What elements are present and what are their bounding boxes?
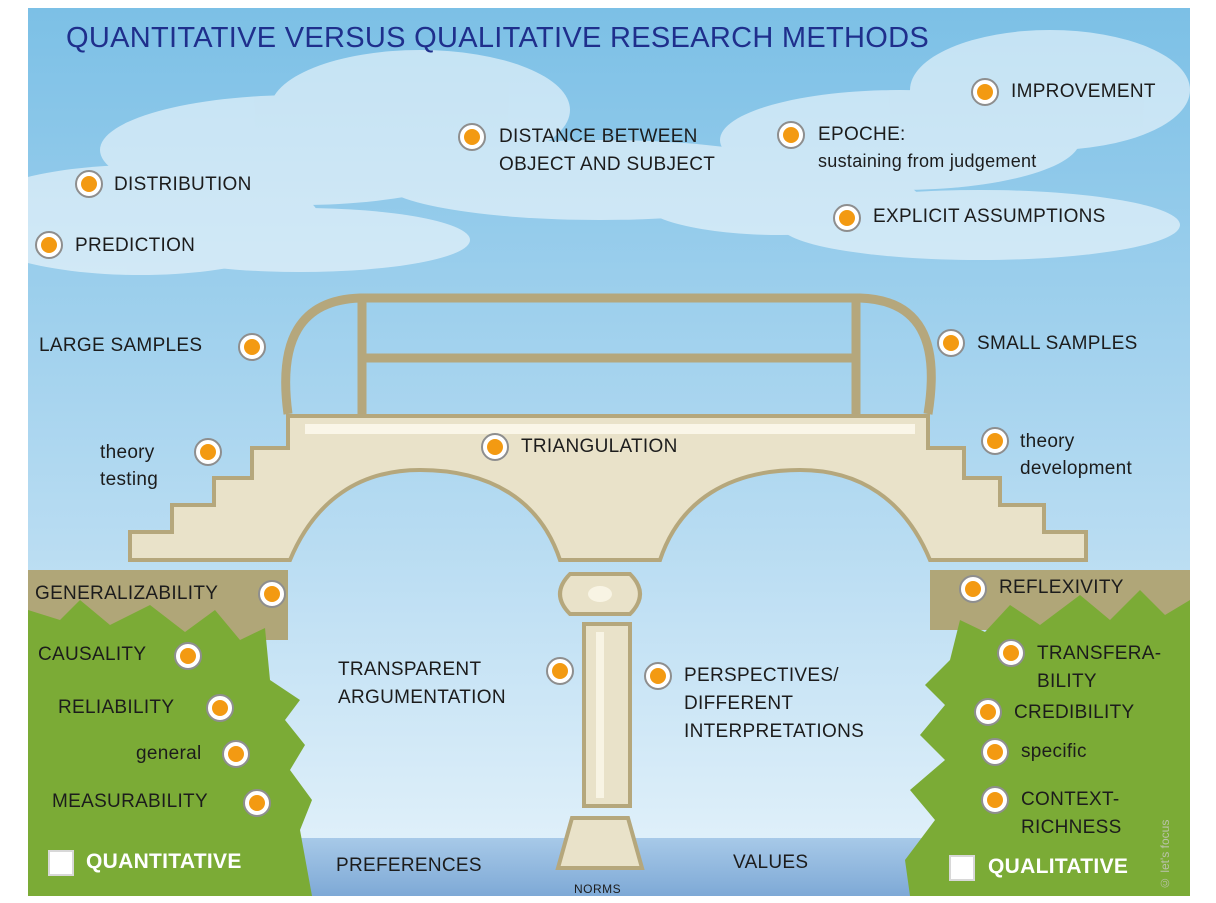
- qualitative-heading: QUALITATIVE: [988, 855, 1129, 878]
- label-explicit-assumptions: EXPLICIT ASSUMPTIONS: [873, 206, 1106, 227]
- orange-bullet-icon: [458, 123, 486, 151]
- orange-bullet-icon: [981, 738, 1009, 766]
- quant-item-causality: CAUSALITY: [38, 644, 147, 665]
- label-improvement: IMPROVEMENT: [1011, 81, 1156, 102]
- deck-highlight: [305, 424, 915, 434]
- quantitative-heading: QUANTITATIVE: [86, 850, 242, 873]
- quantitative-checkbox[interactable]: [48, 850, 74, 876]
- quant-item-measurability: MEASURABILITY: [52, 791, 208, 812]
- label-prediction: PREDICTION: [75, 235, 196, 256]
- qual-item-transferability: TRANSFERA- BILITY: [1037, 643, 1162, 692]
- orange-bullet-icon: [75, 170, 103, 198]
- quant-item-generalizability: GENERALIZABILITY: [35, 583, 219, 604]
- orange-bullet-icon: [243, 789, 271, 817]
- label-norms: NORMS: [574, 882, 622, 896]
- quant-item-general: general: [136, 743, 202, 764]
- railing: [281, 293, 936, 415]
- label-preferences: PREFERENCES: [336, 855, 482, 876]
- orange-bullet-icon: [974, 698, 1002, 726]
- watermark: © let's focus: [1158, 819, 1172, 890]
- orange-bullet-icon: [35, 231, 63, 259]
- label-triangulation: TRIANGULATION: [521, 436, 678, 457]
- quant-item-reliability: RELIABILITY: [58, 697, 175, 718]
- clouds: [0, 30, 1190, 275]
- label-epoche-sub: sustaining from judgement: [818, 151, 1037, 171]
- label-distribution: DISTRIBUTION: [114, 174, 252, 195]
- label-small-samples: SMALL SAMPLES: [977, 333, 1138, 354]
- qual-item-reflexivity: REFLEXIVITY: [999, 577, 1124, 598]
- label-theory-testing: theory testing: [100, 442, 159, 490]
- orange-bullet-icon: [481, 433, 509, 461]
- label-transparent-argumentation: TRANSPARENT ARGUMENTATION: [338, 659, 506, 708]
- orange-bullet-icon: [937, 329, 965, 357]
- bridge-deck: [128, 414, 1088, 562]
- left-grass: [28, 600, 312, 896]
- orange-bullet-icon: [777, 121, 805, 149]
- label-epoche-title: EPOCHE:: [818, 124, 906, 145]
- orange-bullet-icon: [959, 575, 987, 603]
- orange-bullet-icon: [833, 204, 861, 232]
- orange-bullet-icon: [644, 662, 672, 690]
- orange-bullet-icon: [174, 642, 202, 670]
- qualitative-checkbox[interactable]: [949, 855, 975, 881]
- orange-bullet-icon: [258, 580, 286, 608]
- pillar-shaft: [582, 622, 632, 808]
- label-values: VALUES: [733, 852, 809, 873]
- label-distance: DISTANCE BETWEEN OBJECT AND SUBJECT: [499, 126, 716, 175]
- orange-bullet-icon: [238, 333, 266, 361]
- label-theory-development: theory development: [1020, 431, 1133, 479]
- orange-bullet-icon: [981, 427, 1009, 455]
- qual-item-credibility: CREDIBILITY: [1014, 702, 1135, 723]
- orange-bullet-icon: [206, 694, 234, 722]
- qual-item-specific: specific: [1021, 741, 1087, 762]
- orange-bullet-icon: [222, 740, 250, 768]
- label-perspectives: PERSPECTIVES/ DIFFERENT INTERPRETATIONS: [684, 665, 865, 742]
- orange-bullet-icon: [997, 639, 1025, 667]
- orange-bullet-icon: [194, 438, 222, 466]
- right-grass: [905, 590, 1190, 896]
- page-title: QUANTITATIVE VERSUS QUALITATIVE RESEARCH…: [66, 22, 930, 54]
- label-large-samples: LARGE SAMPLES: [39, 335, 203, 356]
- pillar-base: [555, 816, 645, 870]
- orange-bullet-icon: [981, 786, 1009, 814]
- qual-item-context-richness: CONTEXT- RICHNESS: [1021, 789, 1122, 838]
- orange-bullet-icon: [971, 78, 999, 106]
- orange-bullet-icon: [546, 657, 574, 685]
